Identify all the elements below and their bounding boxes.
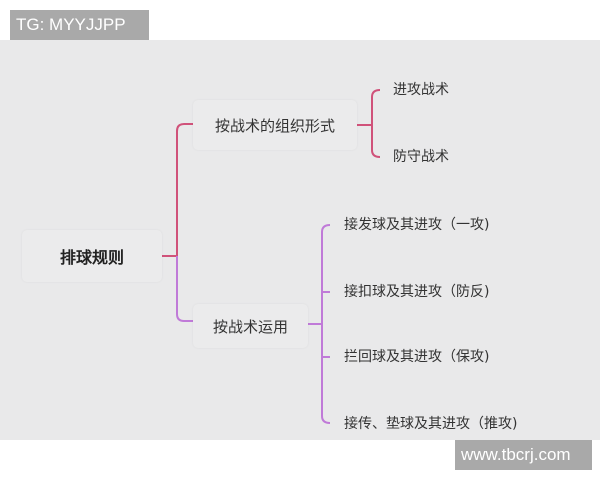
branch-node-application[interactable]: 按战术运用 [193,304,308,348]
connector-root-branch1 [162,123,193,257]
leaf-serve-receive-attack[interactable]: 接发球及其进攻（一攻) [344,217,490,233]
branch-node-organization[interactable]: 按战术的组织形式 [193,100,357,150]
leaf-defense-tactics[interactable]: 防守战术 [393,149,449,165]
leaf-pass-dig-attack[interactable]: 接传、垫球及其进攻（推攻) [344,416,518,432]
leaf-spike-receive-attack[interactable]: 接扣球及其进攻（防反) [344,284,490,300]
connector-branch1-children [357,89,381,158]
leaf-block-return-attack[interactable]: 拦回球及其进攻（保攻) [344,349,490,365]
connector-root-branch2 [176,256,193,322]
watermark-top-left: TG: MYYJJPP [10,10,149,40]
connector-branch2-children [308,224,331,424]
leaf-offense-tactics[interactable]: 进攻战术 [393,82,449,98]
watermark-bottom-right: www.tbcrj.com [455,440,592,470]
root-node[interactable]: 排球规则 [22,230,162,282]
